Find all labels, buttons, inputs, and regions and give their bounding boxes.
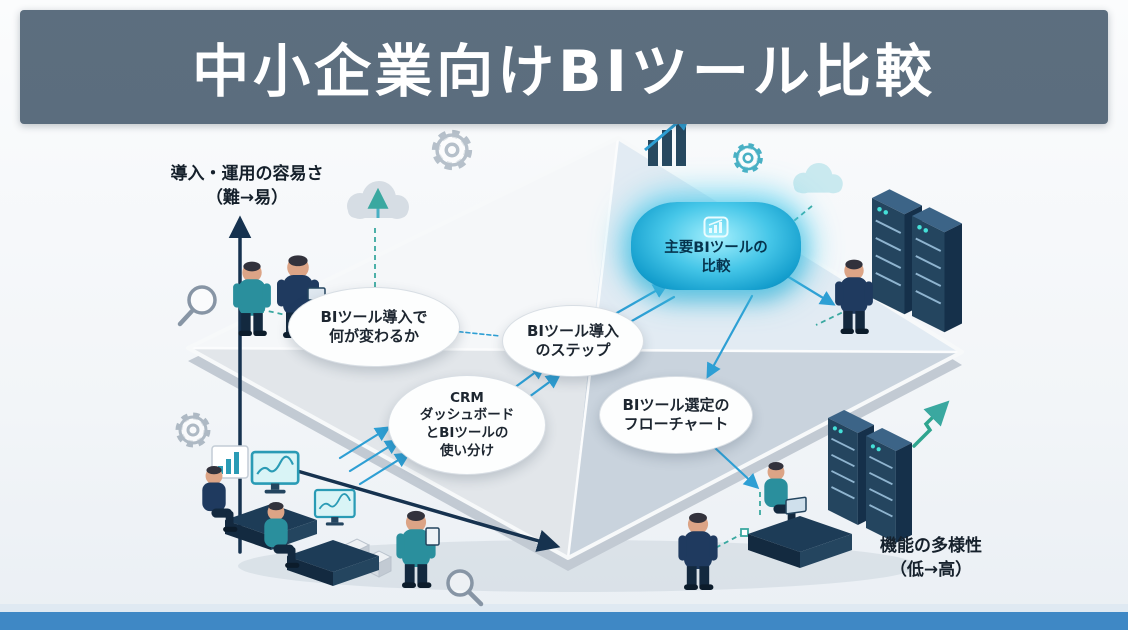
workstations-bottom-left (202, 450, 379, 586)
node-what-changes: BIツール導入で 何が変わるか (288, 287, 460, 367)
cloud-upload-icon (347, 181, 409, 219)
node-main-comparison: 主要BIツールの 比較 (631, 202, 801, 290)
page-title: 中小企業向けBIツール比較 (192, 39, 936, 105)
gear-icon-bottom-left (179, 416, 207, 444)
node-main-comparison-label: 主要BIツールの 比較 (664, 240, 768, 275)
flow-arrows (338, 274, 836, 490)
node-introduction-steps: BIツール導入 のステップ (502, 305, 644, 377)
title-banner: 中小企業向けBIツール比較 (20, 10, 1108, 124)
dashed-connectors (255, 205, 859, 561)
magnifier-icon-bottom (446, 569, 484, 607)
magnifier-icon (177, 285, 217, 327)
node-crm-vs-bi: CRM ダッシュボード とBIツールの 使い分け (388, 375, 546, 475)
server-racks-bottom-right (827, 409, 913, 544)
person-bottom-middle (396, 510, 440, 588)
x-axis-label: 機能の多様性 （低→高） (880, 536, 982, 580)
gear-icon-teal (736, 146, 760, 170)
x-axis-arrow (278, 464, 561, 552)
y-axis-label: 導入・運用の容易さ （難→易） (170, 164, 324, 208)
gear-icon-top (436, 134, 468, 166)
rising-arrow-icon (912, 400, 950, 448)
bar-chart-icon (703, 216, 729, 238)
cloud-icon-right (793, 163, 843, 194)
footer-band (0, 604, 1128, 630)
desk-scene-bottom-right (678, 461, 852, 590)
node-selection-flowchart: BIツール選定の フローチャート (599, 376, 753, 454)
